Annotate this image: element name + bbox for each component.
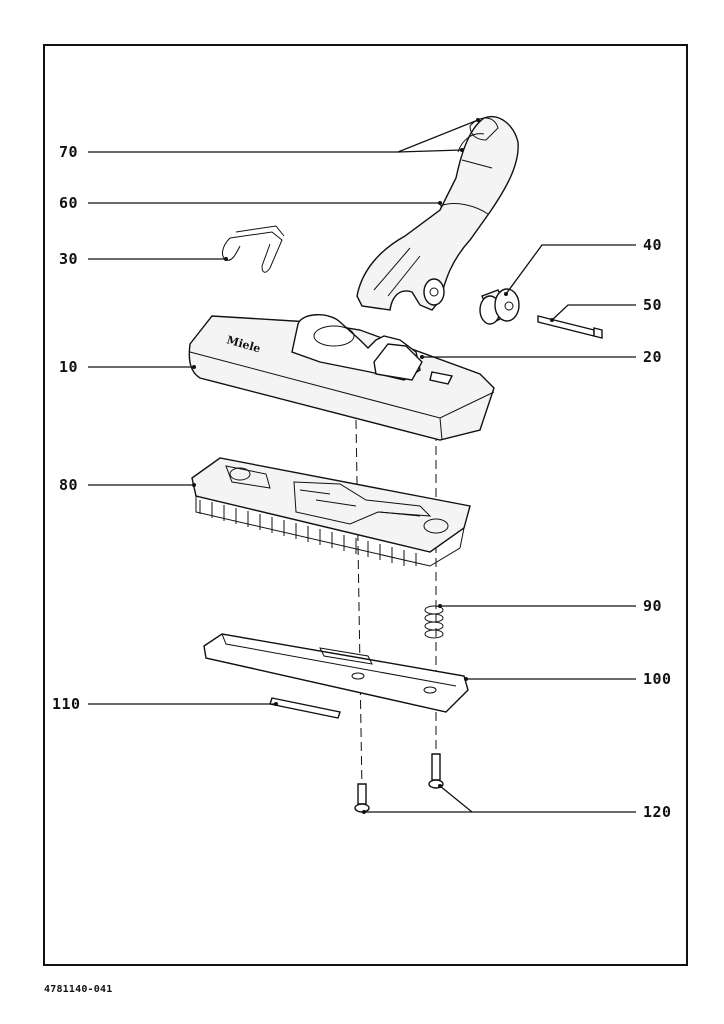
leader-40: [505, 244, 636, 295]
brush-plate-part: [191, 457, 471, 567]
callout-120: 120: [643, 803, 672, 821]
callout-60: 60: [59, 194, 79, 212]
nozzle-housing-part: Miele: [188, 314, 495, 441]
assembly-axis-left: [355, 419, 363, 793]
callout-40: 40: [643, 236, 663, 254]
base-plate-part: [203, 633, 469, 713]
clip-strip-part: [269, 697, 341, 719]
callout-10: 10: [59, 358, 79, 376]
diagram-frame: [43, 44, 688, 966]
callout-110: 110: [52, 695, 81, 713]
spring-part: [424, 605, 444, 639]
axle-pin-part: [537, 315, 603, 339]
wire-clip-part: [222, 225, 285, 273]
swivel-neck-part: [356, 115, 519, 311]
callout-80: 80: [59, 476, 79, 494]
callout-20: 20: [643, 348, 663, 366]
leader-dots: [192, 118, 554, 814]
callout-30: 30: [59, 250, 79, 268]
leader-lines: [88, 119, 636, 813]
document-number: 4781140-041: [44, 984, 113, 995]
callout-90: 90: [643, 597, 663, 615]
callout-70: 70: [59, 143, 79, 161]
callout-50: 50: [643, 296, 663, 314]
callout-100: 100: [643, 670, 672, 688]
leader-70: [88, 119, 479, 153]
leader-70-branch: [397, 149, 463, 153]
screws-part: [354, 753, 444, 813]
leader-50: [551, 304, 636, 321]
leader-120: [439, 785, 636, 813]
wheel-part: [479, 288, 520, 325]
